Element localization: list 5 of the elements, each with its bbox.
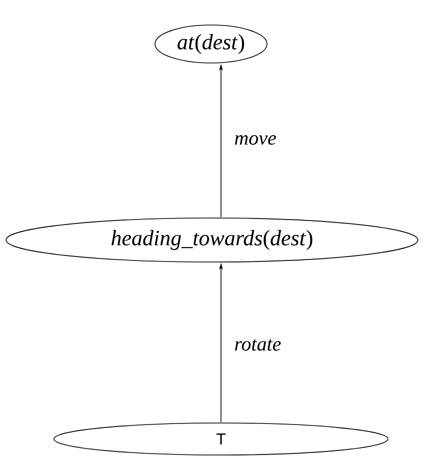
edge-label: rotate [235,339,281,351]
ellipse-node: T [54,422,388,456]
ellipse-node: at(dest) [154,24,268,64]
ellipse-node: heading_towards(dest) [6,218,418,262]
edge-label: move [234,135,276,145]
